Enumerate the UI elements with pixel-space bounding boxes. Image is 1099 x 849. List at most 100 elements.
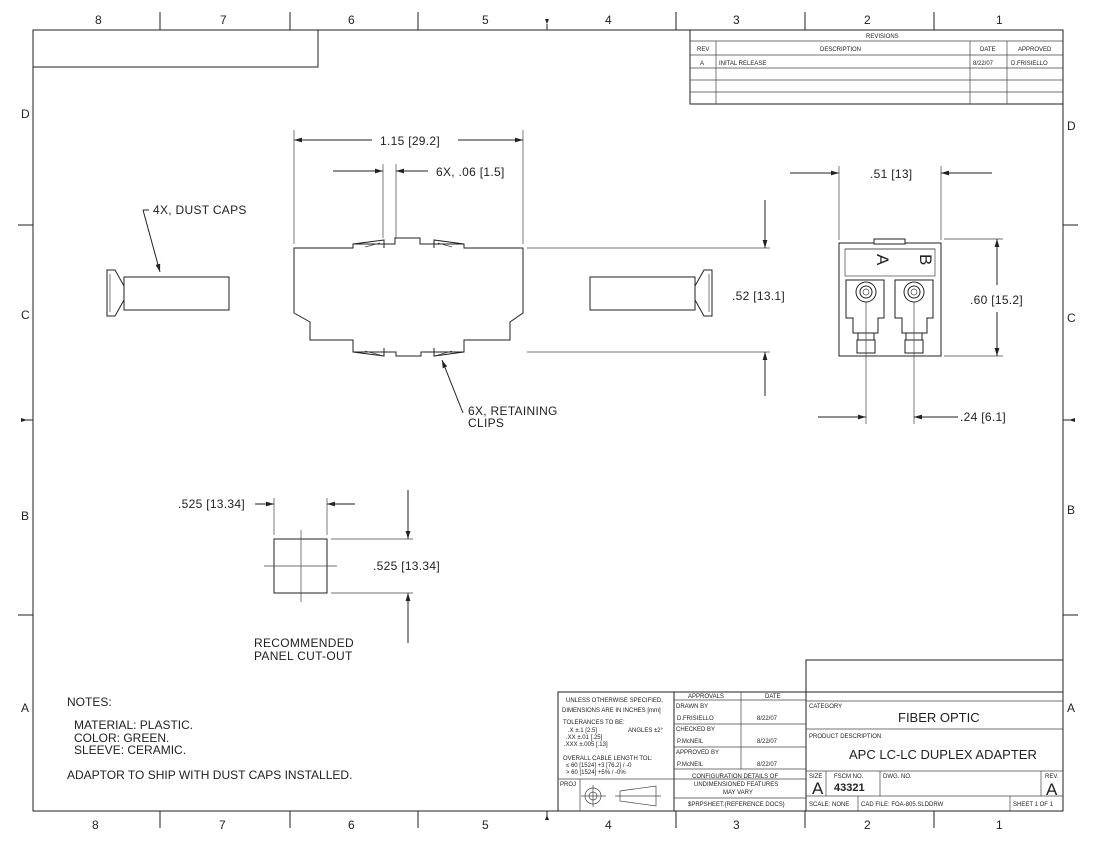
rev-header-date: DATE bbox=[980, 47, 996, 53]
clips-label-line2: CLIPS bbox=[468, 416, 504, 430]
tb-checked-by: CHECKED BY bbox=[676, 727, 715, 733]
note-color: COLOR: GREEN. bbox=[74, 731, 169, 745]
dust-caps-label: 4X, DUST CAPS bbox=[153, 203, 247, 217]
zone-col-2-bottom: 2 bbox=[864, 818, 871, 832]
end-height-value: .60 [15.2] bbox=[970, 293, 1023, 307]
tb-approved-name: P.McNEIL bbox=[677, 762, 704, 768]
revisions-title: REVISIONS bbox=[866, 34, 899, 40]
dust-caps-callout: 4X, DUST CAPS bbox=[142, 203, 247, 273]
end-width-value: .51 [13] bbox=[870, 167, 912, 181]
note-material: MATERIAL: PLASTIC. bbox=[74, 718, 193, 732]
tb-tol-angle: ANGLES ±2° bbox=[628, 728, 664, 734]
tb-approvals: APPROVALS bbox=[688, 694, 724, 700]
tb-category-label: CATEGORY bbox=[809, 704, 842, 710]
zone-col-3-top: 3 bbox=[733, 13, 740, 27]
sheet-border bbox=[18, 12, 1078, 828]
tb-sheet: SHEET 1 OF 1 bbox=[1013, 802, 1054, 808]
zone-col-7-bottom: 7 bbox=[219, 818, 226, 832]
dim-clip-width: 6X, .06 [1.5] bbox=[333, 164, 505, 238]
rev-row-approved: D.FRISIELLO bbox=[1011, 61, 1048, 67]
tb-checked-name: P.McNEIL bbox=[677, 739, 704, 745]
tb-cad-file: CAD FILE: FOA-805.SLDDRW bbox=[861, 802, 944, 808]
tb-drawn-name: D.FRISIELLO bbox=[677, 716, 714, 722]
rev-row-rev: A bbox=[700, 61, 704, 67]
note-ship: ADAPTOR TO SHIP WITH DUST CAPS INSTALLED… bbox=[67, 768, 352, 782]
zone-col-8-bottom: 8 bbox=[92, 818, 99, 832]
tb-rev-label: REV. bbox=[1045, 774, 1059, 780]
rev-header-approved: APPROVED bbox=[1018, 47, 1052, 53]
tb-dwg-label: DWG. NO. bbox=[883, 774, 912, 780]
tb-tol-xx: .XX ±.01 [.25] bbox=[566, 735, 603, 741]
note-sleeve: SLEEVE: CERAMIC. bbox=[74, 743, 186, 757]
tb-cable-2: > 60 [1524] +5% / -0% bbox=[566, 770, 626, 776]
dim-pitch: .24 [6.1] bbox=[818, 302, 1006, 424]
cutout-height-value: .525 [13.34] bbox=[373, 559, 440, 573]
tb-fscm-label: FSCM NO. bbox=[834, 774, 864, 780]
tb-approved-date: 8/22/07 bbox=[757, 762, 778, 768]
zone-labels: 8 7 6 5 4 3 2 1 8 7 6 5 4 3 2 1 D C B A … bbox=[21, 13, 1076, 832]
dim-overall-length: 1.15 [29.2] bbox=[293, 130, 524, 244]
tb-scale: SCALE: NONE bbox=[809, 802, 849, 808]
zone-col-2-top: 2 bbox=[864, 13, 871, 27]
zone-col-6-bottom: 6 bbox=[348, 818, 355, 832]
zone-row-d-left: D bbox=[21, 107, 30, 121]
zone-col-5-top: 5 bbox=[482, 13, 489, 27]
zone-row-b-left: B bbox=[21, 509, 29, 523]
zone-col-3-bottom: 3 bbox=[733, 818, 740, 832]
zone-row-a-left: A bbox=[21, 701, 29, 715]
overall-length-value: 1.15 [29.2] bbox=[380, 134, 440, 148]
cutout-label-line1: RECOMMENDED bbox=[254, 636, 354, 650]
cutout-label-line2: PANEL CUT-OUT bbox=[254, 649, 353, 663]
dust-cap-left bbox=[106, 269, 230, 317]
dim-end-width: .51 [13] bbox=[790, 166, 992, 240]
rev-row-date: 8/22/07 bbox=[973, 61, 994, 67]
tb-cable-title: OVERALL CABLE LENGTH TOL: bbox=[563, 756, 653, 762]
zone-col-6-top: 6 bbox=[348, 13, 355, 27]
tb-drawn-date: 8/22/07 bbox=[757, 716, 778, 722]
zone-row-d-right: D bbox=[1067, 119, 1076, 133]
tb-checked-date: 8/22/07 bbox=[757, 739, 778, 745]
zone-col-1-bottom: 1 bbox=[996, 818, 1003, 832]
projection-symbol-icon bbox=[581, 785, 661, 807]
tb-unless-2: DIMENSIONS ARE IN INCHES [mm] bbox=[562, 708, 661, 714]
tb-category-value: FIBER OPTIC bbox=[898, 710, 980, 725]
tb-fscm-value: 43321 bbox=[834, 782, 865, 794]
zone-col-4-bottom: 4 bbox=[605, 818, 612, 832]
adapter-side-view bbox=[293, 237, 524, 357]
revisions-table: REVISIONS REV DESCRIPTION DATE APPROVED … bbox=[689, 29, 1064, 105]
zone-col-4-top: 4 bbox=[605, 13, 612, 27]
tb-rev-value: A bbox=[1046, 780, 1058, 799]
notes: NOTES: MATERIAL: PLASTIC. COLOR: GREEN. … bbox=[67, 695, 352, 782]
tb-config-2: UNDIMENSIONED FEATURES bbox=[694, 782, 778, 788]
tb-config-3: MAY VARY bbox=[723, 790, 753, 796]
tb-unless-1: UNLESS OTHERWISE SPECIFIED, bbox=[566, 698, 663, 704]
zone-col-1-top: 1 bbox=[996, 13, 1003, 27]
tb-approved-by: APPROVED BY bbox=[676, 750, 719, 756]
zone-row-c-left: C bbox=[21, 308, 30, 322]
tb-product-label: PRODUCT DESCRIPTION bbox=[809, 734, 881, 740]
retaining-clips-callout: 6X, RETAINING CLIPS bbox=[441, 359, 557, 430]
tb-config-1: CONFIGURATION DETAILS OF bbox=[692, 774, 778, 780]
tb-tol-xxx: .XXX ±.005 [.13] bbox=[564, 742, 608, 748]
clip-width-value: 6X, .06 [1.5] bbox=[436, 165, 505, 179]
tb-tol-title: TOLERANCES TO BE: bbox=[563, 720, 625, 726]
title-block: UNLESS OTHERWISE SPECIFIED, DIMENSIONS A… bbox=[557, 659, 1064, 812]
dim-body-height: .52 [13.1] bbox=[527, 200, 785, 396]
tb-proj: PROJ bbox=[560, 782, 576, 788]
tb-prp: $PRPSHEET:{REFERENCE DOCS} bbox=[688, 802, 785, 808]
panel-cutout: .525 [13.34] .525 [13.34] RECOMMENDED PA… bbox=[178, 490, 440, 663]
cutout-width-value: .525 [13.34] bbox=[178, 497, 245, 511]
zone-row-a-right: A bbox=[1067, 701, 1075, 715]
dim-end-height: .60 [15.2] bbox=[944, 238, 1023, 357]
adapter-end-view: A B bbox=[838, 238, 942, 357]
rev-row-description: INITAL RELEASE bbox=[719, 61, 766, 67]
pitch-value: .24 [6.1] bbox=[960, 410, 1006, 424]
rev-header-description: DESCRIPTION bbox=[820, 47, 861, 53]
rev-header-rev: REV bbox=[697, 47, 709, 53]
tb-drawn-by: DRAWN BY bbox=[676, 704, 708, 710]
zone-row-c-right: C bbox=[1067, 311, 1076, 325]
tb-product-value: APC LC-LC DUPLEX ADAPTER bbox=[849, 747, 1037, 762]
port-a-label: A bbox=[873, 254, 892, 266]
tb-date-header: DATE bbox=[765, 694, 781, 700]
